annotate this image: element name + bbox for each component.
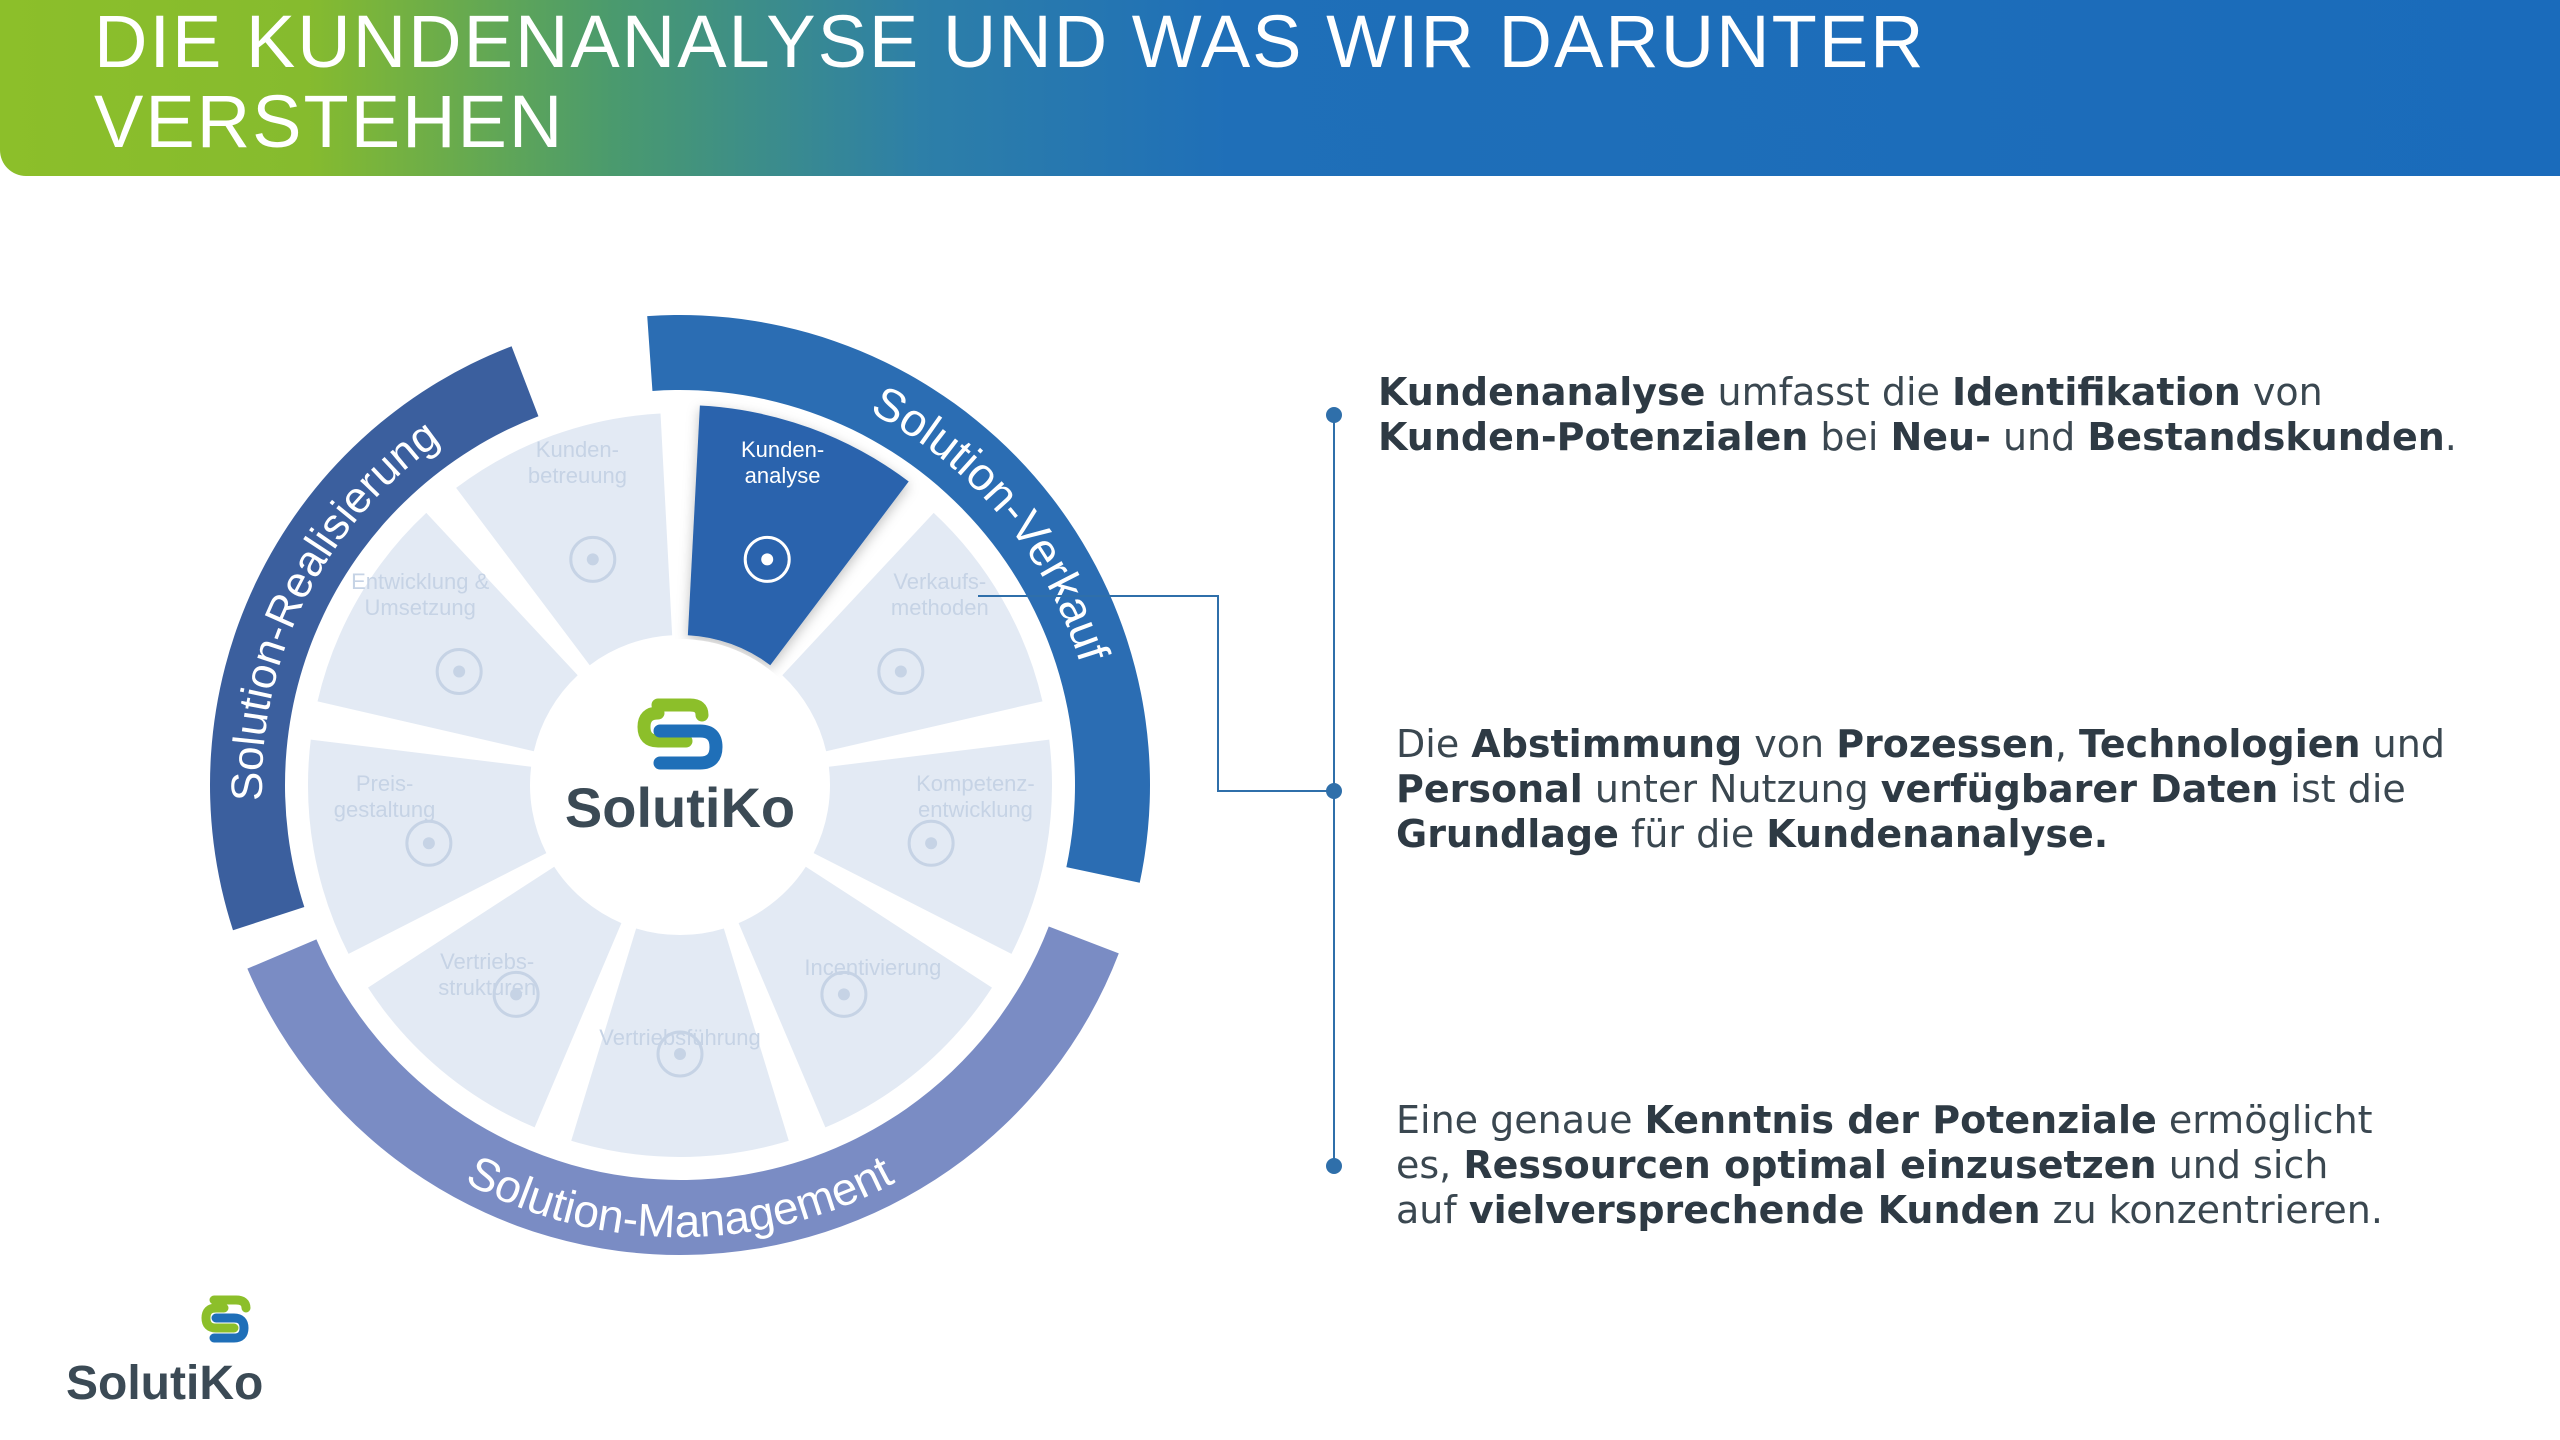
segment-label-kompetenzentwicklung: entwicklung xyxy=(918,797,1033,822)
body-text: und sich xyxy=(2156,1143,2329,1187)
segment-label-verkaufsmethoden: Verkaufs- xyxy=(893,569,986,594)
emphasis-text: Grundlage xyxy=(1396,812,1619,856)
connector-lines xyxy=(978,407,1342,1174)
emphasis-text: Kundenanalyse xyxy=(1378,370,1706,414)
segment-label-verkaufsmethoden: methoden xyxy=(891,595,989,620)
center-logo-icon xyxy=(637,698,723,770)
segment-kundenbetreuung: Kunden-betreuung xyxy=(456,413,673,666)
page-title: DIE KUNDENANALYSE UND WAS WIR DARUNTER V… xyxy=(94,2,2294,162)
body-text: von xyxy=(2240,370,2323,414)
solutiko-logo-icon xyxy=(201,1295,251,1343)
segment-shape-verkaufsmethoden xyxy=(782,512,1043,752)
segment-label-entwicklung: Entwicklung & xyxy=(351,569,490,594)
emphasis-text: Personal xyxy=(1396,767,1583,811)
coins-icon xyxy=(405,819,453,867)
body-text: und xyxy=(2360,722,2445,766)
segment-label-kundenanalyse: analyse xyxy=(745,463,821,488)
emphasis-text: Technologien xyxy=(2079,722,2361,766)
segment-shape-kundenanalyse xyxy=(687,405,909,666)
body-text: , xyxy=(2054,722,2080,766)
body-text: umfasst die xyxy=(1705,370,1952,414)
body-text: es, xyxy=(1396,1143,1464,1187)
timeline-bullet xyxy=(1326,1158,1342,1174)
compass-icon xyxy=(656,1030,704,1078)
emphasis-text: Kunden-Potenzialen xyxy=(1378,415,1809,459)
segment-shape-vertriebsfuehrung xyxy=(571,928,789,1157)
wheel-segments: Kunden-analyseVerkaufs-methodenKompetenz… xyxy=(308,405,1052,1157)
body-text: bei xyxy=(1808,415,1891,459)
emphasis-text: Neu- xyxy=(1890,415,1991,459)
emphasis-text: Prozessen xyxy=(1836,722,2055,766)
page-title-line1: DIE KUNDENANALYSE UND WAS WIR DARUNTER xyxy=(94,0,1926,83)
ring-solution-realisierung xyxy=(210,346,539,931)
segment-preisgestaltung: Preis-gestaltung xyxy=(308,739,547,954)
body-text: zu konzentrieren. xyxy=(2040,1188,2383,1232)
header-bar: DIE KUNDENANALYSE UND WAS WIR DARUNTER V… xyxy=(0,0,2560,176)
segment-incentivierung: Incentivierung xyxy=(738,866,992,1128)
emphasis-text: Kundenanalyse. xyxy=(1766,812,2109,856)
person-star-icon xyxy=(743,535,791,583)
footer-brand: SolutiKo xyxy=(66,1357,264,1410)
people-network-icon xyxy=(569,535,617,583)
emphasis-text: Identifikation xyxy=(1952,370,2241,414)
connector-line xyxy=(978,595,1335,792)
emphasis-text: Ressourcen optimal einzusetzen xyxy=(1463,1143,2157,1187)
lightbulb-icon xyxy=(435,648,483,695)
body-text: . xyxy=(2444,415,2457,459)
segment-label-preisgestaltung: Preis- xyxy=(356,771,413,796)
emphasis-text: Abstimmung xyxy=(1471,722,1743,766)
emphasis-text: vielversprechende Kunden xyxy=(1468,1188,2041,1232)
timeline-bullet xyxy=(1326,407,1342,423)
segment-label-entwicklung: Umsetzung xyxy=(365,595,476,620)
ring-solution-verkauf xyxy=(647,315,1151,883)
piggy-bank-icon xyxy=(820,970,868,1018)
hand-growth-icon xyxy=(877,648,925,695)
text-block-basis: Die Abstimmung von Prozessen, Technologi… xyxy=(1396,722,2456,857)
segment-label-incentivierung: Incentivierung xyxy=(804,955,941,980)
ring-solution-management xyxy=(247,926,1119,1255)
segment-label-vertriebsfuehrung: Vertriebsführung xyxy=(599,1025,760,1050)
center-logo: SolutiKo xyxy=(534,639,826,931)
body-text: und xyxy=(1990,415,2088,459)
emphasis-text: verfügbarer Daten xyxy=(1880,767,2279,811)
segment-entwicklung: Entwicklung &Umsetzung xyxy=(317,512,578,752)
segment-vertriebsstrukturen: Vertriebs-strukturen xyxy=(368,866,622,1128)
segment-label-vertriebsstrukturen: Vertriebs- xyxy=(440,949,534,974)
segment-label-kompetenzentwicklung: Kompetenz- xyxy=(916,771,1035,796)
segment-vertriebsfuehrung: Vertriebsführung xyxy=(571,928,789,1157)
center-brand: SolutiKo xyxy=(565,776,795,839)
body-text: Eine genaue xyxy=(1396,1098,1645,1142)
timeline-bullet xyxy=(1326,783,1342,799)
segment-shape-kundenbetreuung xyxy=(456,413,673,666)
page-title-line2: VERSTEHEN xyxy=(94,80,565,163)
segment-label-kundenbetreuung: Kunden- xyxy=(536,437,619,462)
body-text: Die xyxy=(1396,722,1472,766)
segment-label-kundenanalyse: Kunden- xyxy=(741,437,824,462)
body-text: von xyxy=(1742,722,1837,766)
text-block-definition: Kundenanalyse umfasst die Identifikation… xyxy=(1378,370,2458,460)
segment-kundenanalyse: Kunden-analyse xyxy=(687,405,909,666)
body-text: unter Nutzung xyxy=(1582,767,1881,811)
center-circle xyxy=(534,639,826,931)
segment-shape-entwicklung xyxy=(317,512,578,752)
text-block-benefit: Eine genaue Kenntnis der Potenziale ermö… xyxy=(1396,1098,2456,1233)
footer-logo: SolutiKo xyxy=(66,1290,296,1420)
segment-kompetenzentwicklung: Kompetenz-entwicklung xyxy=(813,739,1052,954)
body-text: ermöglicht xyxy=(2156,1098,2373,1142)
segment-label-preisgestaltung: gestaltung xyxy=(334,797,436,822)
emphasis-text: Bestandskunden xyxy=(2087,415,2445,459)
segment-label-kundenbetreuung: betreuung xyxy=(528,463,627,488)
org-chart-icon xyxy=(492,970,540,1018)
body-text: auf xyxy=(1396,1188,1469,1232)
emphasis-text: Kenntnis der Potenziale xyxy=(1644,1098,2157,1142)
segment-verkaufsmethoden: Verkaufs-methoden xyxy=(782,512,1043,752)
presentation-icon xyxy=(907,819,955,867)
body-text: ist die xyxy=(2278,767,2406,811)
body-text: für die xyxy=(1618,812,1767,856)
